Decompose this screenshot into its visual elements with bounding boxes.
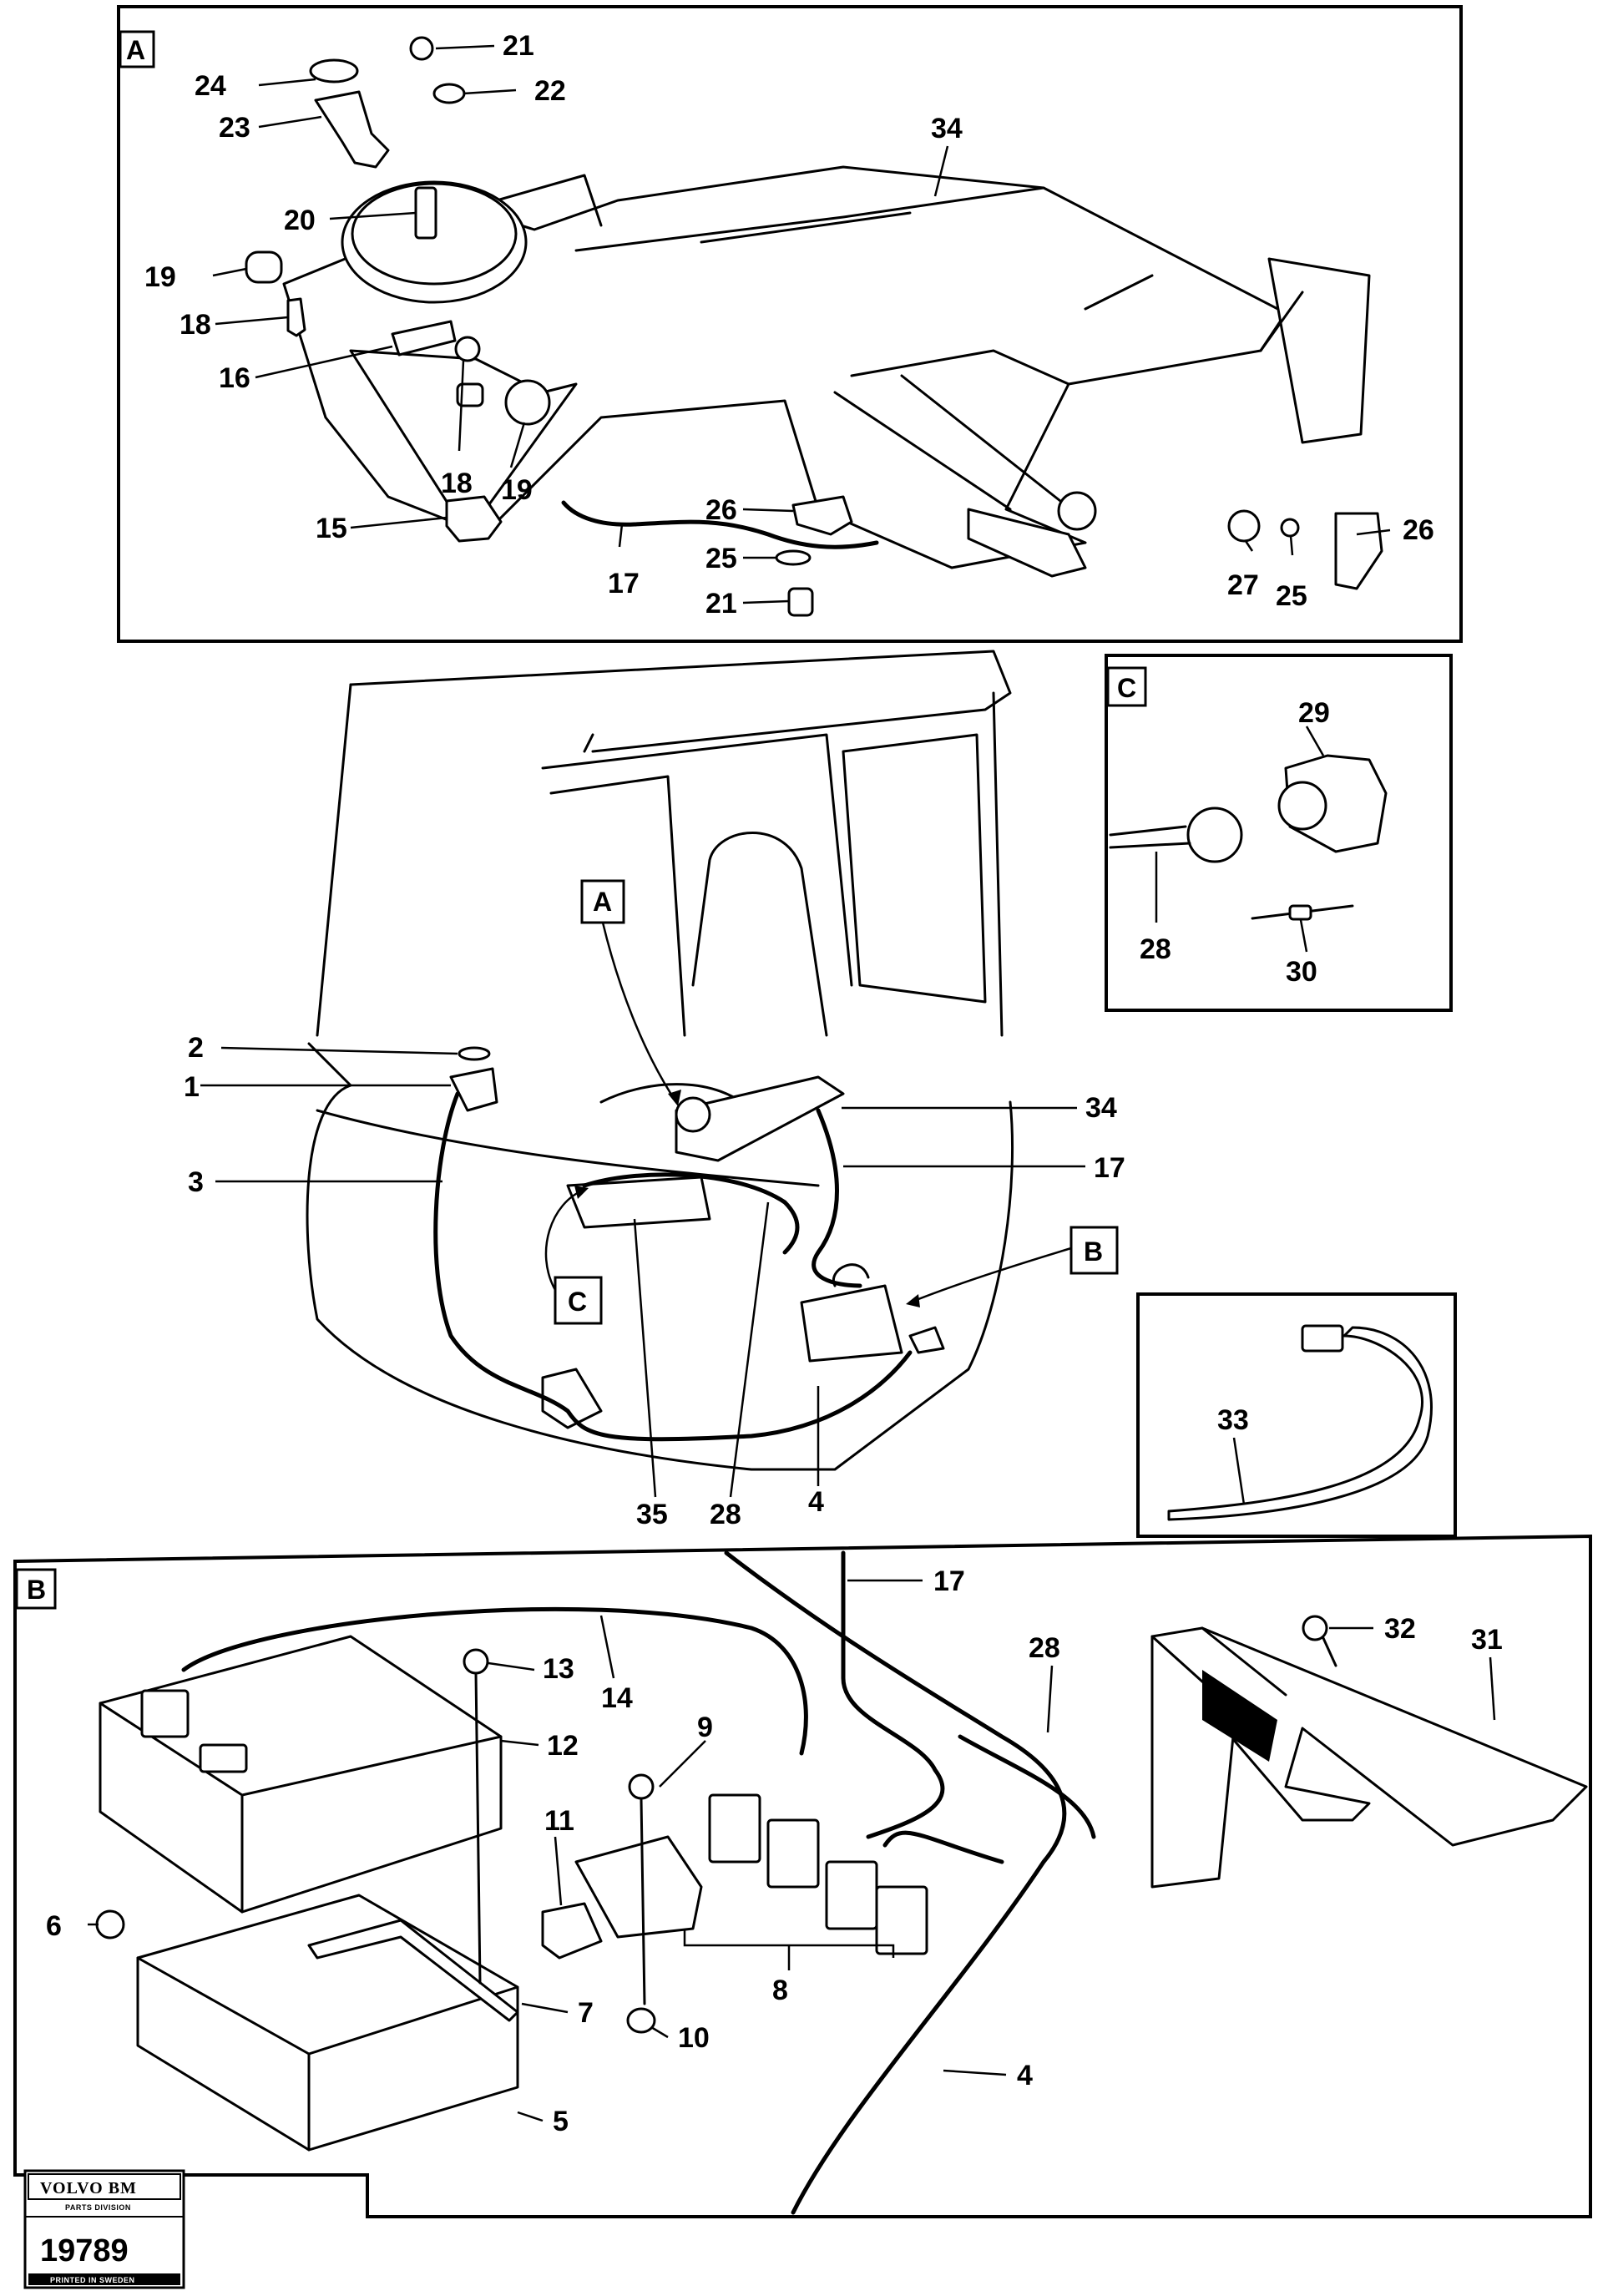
strap-panel: 33 (1136, 1292, 1457, 1538)
part-number: 34 (931, 113, 963, 144)
part-number: 32 (1384, 1613, 1416, 1645)
part-number: 14 (601, 1682, 633, 1714)
detail-a-label: A (126, 35, 145, 65)
title-block: VOLVO BM PARTS DIVISION 19789 PRINTED IN… (23, 2169, 185, 2289)
part-number: 25 (705, 543, 737, 574)
part-number: 8 (772, 1975, 788, 2006)
part-number: 1 (184, 1071, 200, 1103)
part-number: 12 (547, 1730, 579, 1762)
leader-lines-cab (200, 1046, 1085, 1498)
brand-logo: VOLVO BM (40, 2179, 137, 2197)
callout-b-box (1069, 1226, 1119, 1275)
printed-label: PRINTED IN SWEDEN (50, 2276, 135, 2284)
part-number: 35 (636, 1499, 668, 1530)
part-number: 26 (705, 494, 737, 526)
part-number: 17 (933, 1565, 965, 1597)
part-number: 29 (1298, 697, 1330, 729)
part-number: 4 (1017, 2060, 1033, 2091)
part-number: 19 (144, 261, 176, 293)
part-number: 33 (1217, 1404, 1249, 1436)
part-number: 28 (710, 1499, 741, 1530)
cab-overview: A B C 2 1 3 34 17 35 28 (184, 650, 1125, 1530)
part-number: 22 (534, 75, 566, 107)
cable-17-detail-a (561, 500, 879, 549)
part-number: 11 (544, 1805, 574, 1837)
detail-b-panel: B (13, 1534, 1592, 2218)
part-number: 10 (678, 2022, 710, 2054)
part-number: 17 (1094, 1152, 1125, 1184)
part-number: 9 (697, 1712, 713, 1743)
part-numbers-a: 21 22 24 23 20 19 18 16 18 19 15 17 26 2… (144, 30, 1434, 620)
part-number: 16 (219, 362, 250, 394)
part-number: 28 (1029, 1632, 1060, 1664)
part-number: 3 (188, 1166, 204, 1198)
part-number: 28 (1140, 933, 1171, 965)
leader-lines-a (212, 44, 1391, 604)
part-number: 17 (608, 568, 640, 599)
part-number: 19 (501, 474, 533, 506)
callout-a-box (580, 879, 625, 924)
part-number: 15 (316, 513, 347, 544)
detail-c-panel: C 29 28 30 (1105, 654, 1453, 1012)
part-number: 25 (1276, 580, 1307, 612)
part-number: 5 (553, 2106, 569, 2137)
part-number: 30 (1286, 956, 1317, 988)
part-number: 23 (219, 112, 250, 144)
part-number: 6 (46, 1910, 62, 1942)
callout-b: B (1084, 1237, 1103, 1267)
callout-c-box (554, 1276, 603, 1325)
part-number: 24 (195, 70, 226, 102)
callout-c: C (568, 1287, 587, 1317)
part-number: 2 (188, 1032, 204, 1064)
detail-c-label-box (1106, 666, 1147, 707)
part-number: 20 (284, 205, 316, 236)
part-number: 21 (705, 588, 737, 620)
leader-lines-b (88, 1579, 1496, 2122)
detail-a-label-box (119, 30, 155, 68)
part-number: 18 (441, 468, 473, 499)
part-number: 26 (1403, 514, 1434, 546)
detail-c-label: C (1117, 673, 1136, 703)
part-numbers-cab: 2 1 3 34 17 35 28 4 (184, 1032, 1125, 1530)
part-number: 34 (1085, 1092, 1117, 1124)
part-number: 13 (543, 1653, 574, 1685)
division-label: PARTS DIVISION (65, 2203, 131, 2212)
part-number: 7 (578, 1997, 594, 2029)
detail-a-panel: A (117, 5, 1463, 643)
part-number: 4 (808, 1486, 824, 1518)
document-number: 19789 (40, 2233, 129, 2268)
instrument-console-34 (282, 165, 1371, 578)
part-number: 31 (1471, 1624, 1503, 1656)
detail-b-label-box (15, 1568, 57, 1610)
part-number: 21 (503, 30, 534, 62)
part-numbers-b: 17 28 14 13 12 9 11 6 7 8 10 5 4 32 31 (46, 1565, 1503, 2137)
detail-b-label: B (27, 1575, 46, 1605)
part-number: 18 (180, 309, 211, 341)
part-number: 27 (1227, 569, 1259, 601)
callout-a: A (593, 887, 612, 917)
